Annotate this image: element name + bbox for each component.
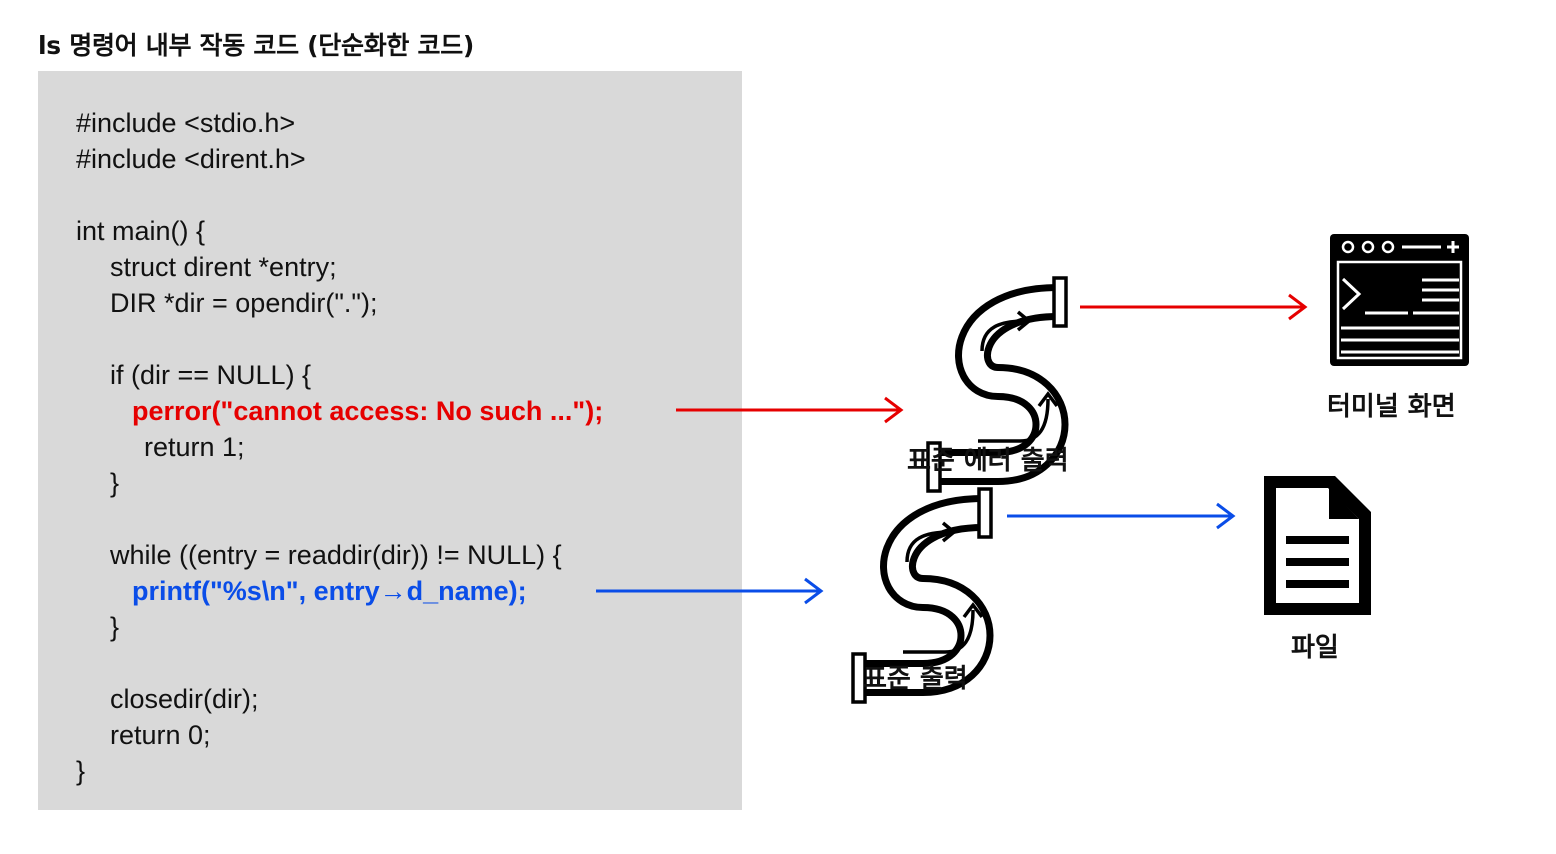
code-line-main-close: } — [76, 756, 86, 786]
terminal-icon — [1330, 234, 1469, 366]
code-line-closedir: closedir(dir); — [110, 684, 259, 714]
diagram-title: ls 명령어 내부 작동 코드 (단순화한 코드) — [38, 31, 475, 60]
code-block — [38, 71, 742, 810]
file-label: 파일 — [1291, 633, 1339, 663]
stderr-to-terminal-arrow — [1080, 293, 1308, 321]
code-line-return-0: return 0; — [110, 720, 211, 750]
code-line-if-close: } — [110, 468, 120, 498]
code-line-include-dirent: #include <dirent.h> — [76, 144, 306, 174]
stdout-pipe-label: 표준 출력 — [863, 664, 968, 694]
stdout-to-file-arrow — [1007, 502, 1236, 530]
code-line-printf: printf("%s\n", entry→d_name); — [132, 576, 527, 606]
stderr-pipe-label: 표준 에러 출력 — [907, 446, 1069, 476]
code-line-perror: perror("cannot access: No such ..."); — [132, 396, 604, 426]
code-line-return-1: return 1; — [144, 432, 245, 462]
code-line-struct-entry: struct dirent *entry; — [110, 252, 337, 282]
code-line-if: if (dir == NULL) { — [110, 360, 312, 390]
code-line-main: int main() { — [76, 216, 206, 246]
stderr-arrow — [676, 396, 904, 424]
code-line-include-stdio: #include <stdio.h> — [76, 108, 296, 138]
terminal-label: 터미널 화면 — [1327, 392, 1456, 422]
stdout-arrow — [596, 577, 824, 605]
code-line-while-close: } — [110, 612, 120, 642]
code-line-while: while ((entry = readdir(dir)) != NULL) { — [110, 540, 562, 570]
file-icon — [1264, 476, 1371, 615]
code-line-opendir: DIR *dir = opendir("."); — [110, 288, 378, 318]
